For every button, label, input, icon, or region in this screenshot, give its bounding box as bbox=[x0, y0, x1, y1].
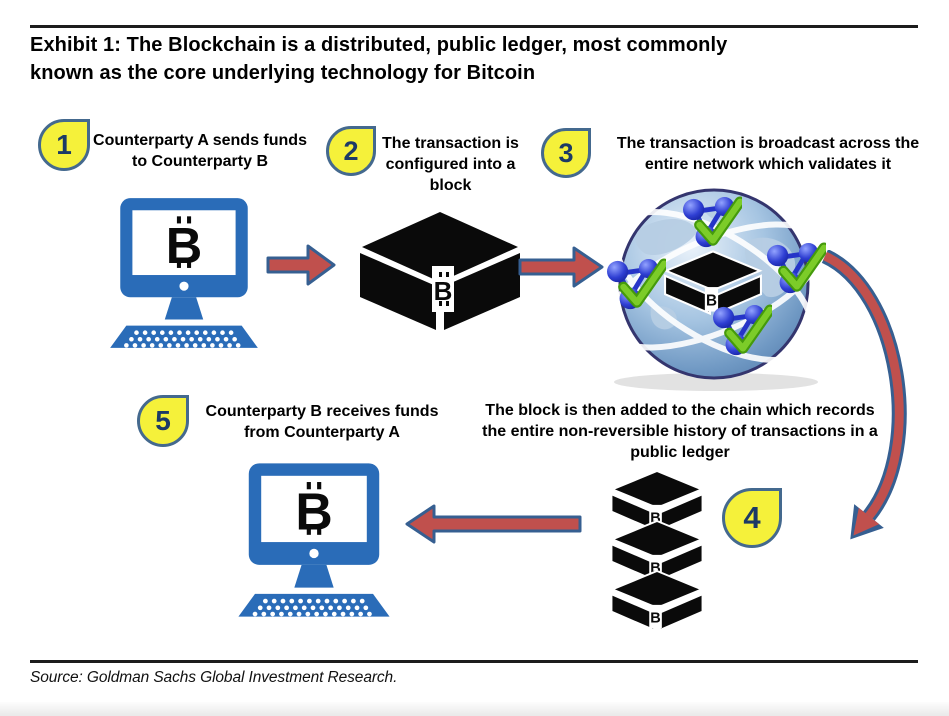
monitor-button bbox=[309, 548, 319, 559]
step-4-label: The block is then added to the chain whi… bbox=[482, 402, 878, 462]
step-5-number: 5 bbox=[155, 405, 171, 436]
step-3-badge: 3 bbox=[541, 128, 591, 178]
step-2-number: 2 bbox=[343, 135, 359, 166]
blockchain-stack-icon bbox=[610, 470, 704, 630]
bitcoin-glyph: B bbox=[166, 217, 203, 274]
step-2-badge: 2 bbox=[326, 126, 376, 176]
monitor-screen bbox=[132, 210, 236, 276]
bottom-rule bbox=[30, 660, 918, 663]
monitor-stand bbox=[164, 297, 204, 320]
monitor-stand bbox=[294, 564, 334, 588]
step-1-label: Counterparty A sends funds to Counterpar… bbox=[93, 132, 307, 171]
step-4-number: 4 bbox=[743, 500, 761, 535]
arrow-right-icon bbox=[518, 246, 604, 288]
cube-top-face bbox=[362, 212, 518, 282]
exhibit-title: Exhibit 1: The Blockchain is a distribut… bbox=[30, 34, 728, 85]
source-line: Source: Goldman Sachs Global Investment … bbox=[30, 669, 398, 686]
keyboard bbox=[110, 325, 258, 348]
arrow-right-icon bbox=[266, 244, 336, 286]
monitor-button bbox=[179, 281, 189, 291]
globe-shadow bbox=[614, 373, 818, 391]
arrow-left-icon bbox=[405, 504, 582, 544]
step-3-label: The transaction is broadcast across the … bbox=[616, 135, 920, 174]
step-2-label: The transaction is configured into a blo… bbox=[382, 135, 519, 195]
arrow-curved-down-icon bbox=[821, 250, 907, 540]
top-rule bbox=[30, 25, 918, 28]
step-4-badge: 4 bbox=[722, 488, 782, 548]
page-edge bbox=[0, 702, 949, 716]
step-1-badge: 1 bbox=[38, 119, 90, 171]
bitcoin-glyph: B bbox=[434, 276, 453, 306]
globe-network-icon bbox=[596, 188, 842, 391]
step-1-number: 1 bbox=[56, 129, 72, 160]
cube-right-face bbox=[444, 253, 520, 330]
monitor-screen bbox=[261, 475, 367, 543]
block-cube-icon: B bbox=[360, 212, 520, 330]
step-3-number: 3 bbox=[558, 137, 574, 168]
bitcoin-glyph: B bbox=[295, 483, 332, 541]
step-5-label: Counterparty B receives funds from Count… bbox=[205, 403, 439, 442]
step-5-badge: 5 bbox=[137, 395, 189, 447]
keyboard bbox=[238, 593, 390, 617]
computer-bitcoin-icon: B bbox=[238, 463, 390, 617]
computer-bitcoin-icon: B bbox=[110, 198, 258, 348]
cube-left-face bbox=[360, 253, 436, 330]
